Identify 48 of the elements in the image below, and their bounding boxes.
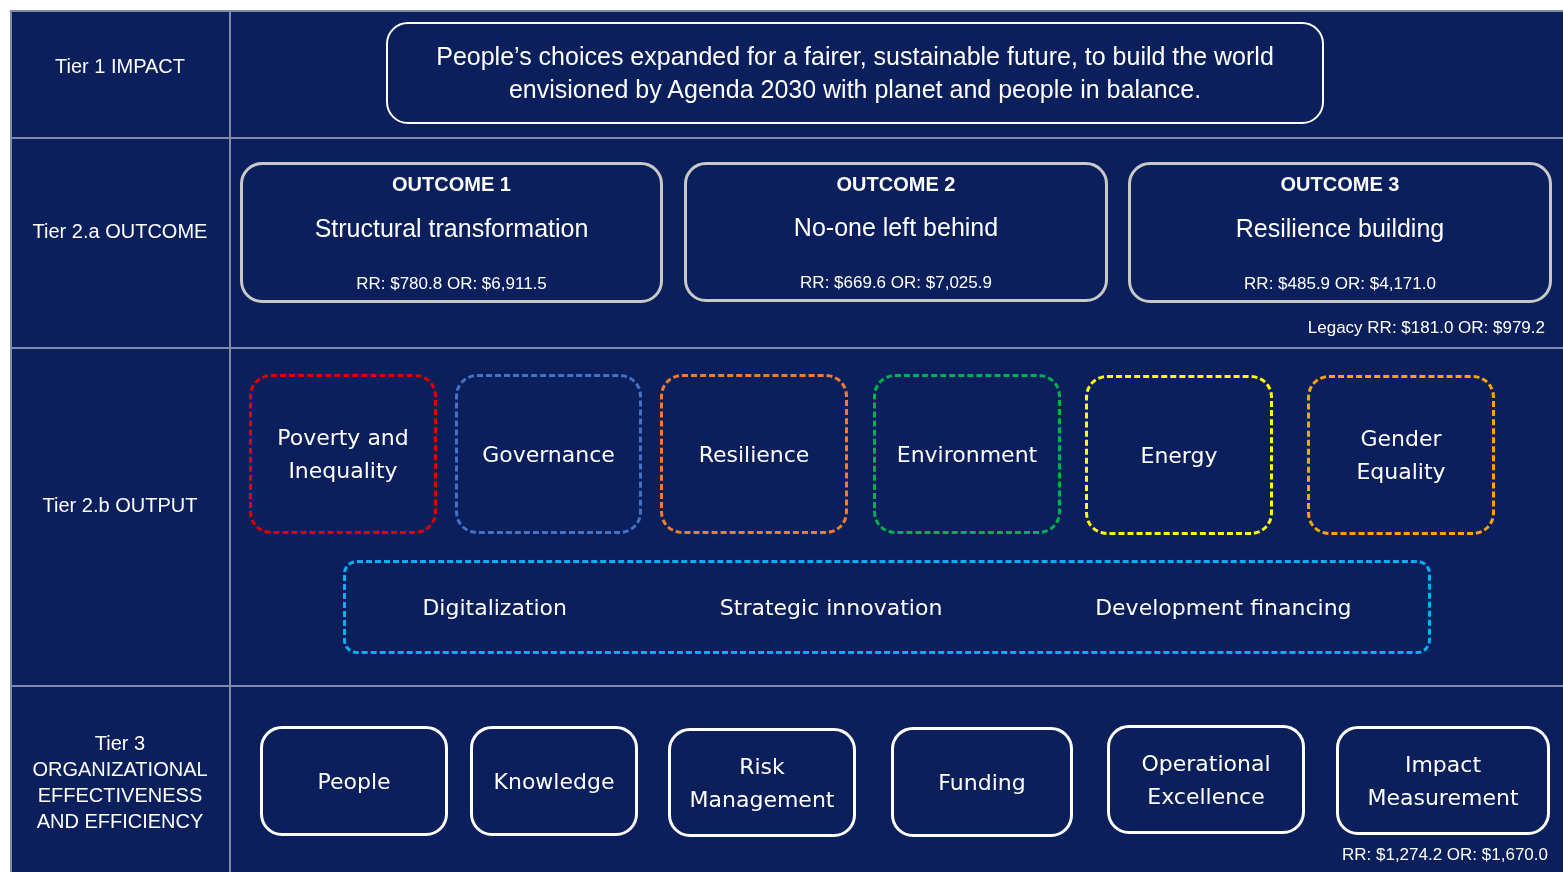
resource-figures: RR: $485.9 OR: $4,171.0 — [1244, 274, 1436, 294]
focus-area-label: Development financing — [1094, 593, 1353, 622]
effectiveness-box — [470, 726, 638, 836]
effectiveness-box — [1336, 726, 1550, 835]
outcome-heading: OUTCOME 1 — [392, 173, 511, 196]
impact-statement: People’s choices expanded for a fairer, sustainable future, to build the world envisioned by Agenda 2030 with planet and people in balance. — [435, 41, 1275, 105]
effectiveness-label: Impact Measurement — [1366, 750, 1520, 812]
outcome-heading: OUTCOME 3 — [1280, 173, 1400, 196]
output-label: Poverty and Inequality — [276, 424, 410, 485]
output-box — [1307, 375, 1495, 535]
output-label: Environment — [895, 440, 1039, 469]
resource-figures: RR: $1,274.2 OR: $1,670.0 — [1341, 845, 1548, 865]
resource-figures: RR: $669.6 OR: $7,025.9 — [800, 273, 992, 293]
tier-label: Tier 1 IMPACT — [54, 54, 186, 79]
outcome-heading: OUTCOME 2 — [836, 173, 956, 196]
effectiveness-box — [1107, 725, 1305, 834]
outcome-box — [1128, 162, 1552, 303]
output-label: Governance — [481, 440, 616, 469]
outcome-title: No-one left behind — [793, 213, 999, 242]
focus-area-label: Digitalization — [421, 593, 569, 622]
outcome-title: Structural transformation — [314, 213, 589, 243]
impact-box — [386, 22, 1324, 124]
tier-label: Tier 3 ORGANIZATIONAL EFFECTIVENESS AND EFFICIENCY — [31, 731, 209, 834]
output-label: Energy — [1139, 441, 1219, 470]
output-box — [1085, 375, 1273, 535]
output-box — [873, 374, 1061, 534]
tier-label: Tier 2.b OUTPUT — [41, 493, 199, 518]
legacy-figures: Legacy RR: $181.0 OR: $979.2 — [1307, 318, 1545, 338]
outcome-box — [684, 162, 1108, 302]
effectiveness-label: Funding — [937, 768, 1027, 797]
outcome-title: Resilience building — [1235, 213, 1445, 243]
effectiveness-label: Knowledge — [492, 767, 616, 796]
output-box — [660, 374, 848, 534]
effectiveness-box — [260, 726, 448, 836]
output-box — [249, 374, 437, 534]
focus-area-label: Strategic innovation — [718, 593, 944, 622]
effectiveness-label: People — [316, 767, 392, 796]
output-label: Gender Equality — [1355, 425, 1447, 486]
tier-label: Tier 2.a OUTCOME — [31, 219, 209, 244]
outcome-box — [240, 162, 663, 303]
effectiveness-box — [668, 728, 856, 837]
output-label: Resilience — [697, 440, 811, 469]
effectiveness-label: Risk Management — [688, 752, 836, 814]
effectiveness-box — [891, 727, 1073, 837]
effectiveness-label: Operational Excellence — [1140, 749, 1272, 811]
cross-cutting-band — [343, 560, 1431, 654]
resource-figures: RR: $780.8 OR: $6,911.5 — [356, 274, 547, 294]
output-box — [455, 374, 642, 534]
